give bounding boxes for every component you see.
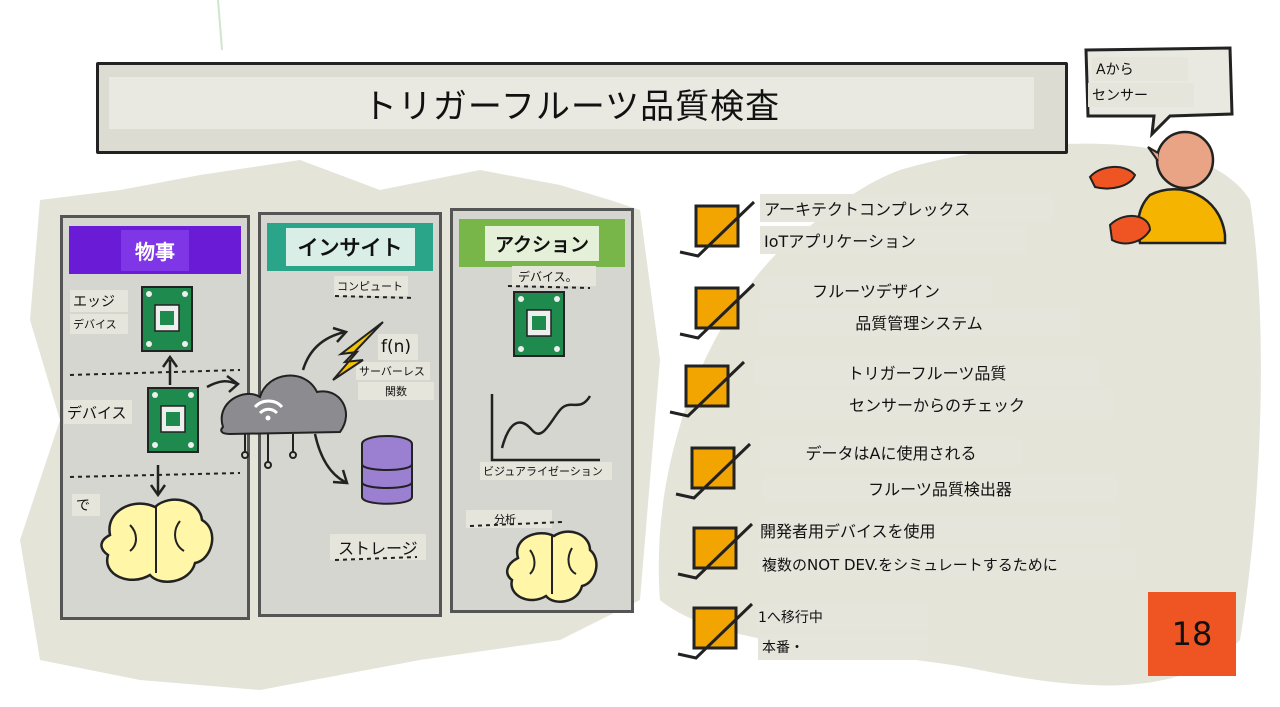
check-5-line1: 開発者用デバイスを使用 [758,516,1120,544]
page-number-badge: 18 [1148,592,1236,676]
check-2-line1: フルーツデザイン [760,276,992,304]
serverless-label: サーバーレス [356,362,430,380]
person-body [1136,188,1227,245]
functions-label: 関数 [358,382,434,400]
analysis-brain-icon [505,530,598,603]
person-nose [1147,146,1159,162]
check-3-line1: トリガーフルーツ品質 [754,358,1100,386]
person-hand-left [1088,166,1137,190]
insights-header: インサイト [267,223,433,271]
things-decorations [69,354,241,583]
things-header-label: 物事 [121,229,189,271]
arrow-to-compute [301,326,349,371]
compute-label: コンピュート [334,276,408,296]
check-5-line2: 複数のNOT DEV.をシミュレートするために [758,550,1136,578]
brain-icon [100,498,214,583]
check-1-line1: アーキテクトコンプレックス [760,194,1054,222]
actions-header-label: アクション [484,225,600,261]
action-device-chip [513,291,565,357]
down-arrow [149,465,167,498]
title-inner: トリガーフルーツ品質検査 [109,77,1034,129]
person-figure [1088,130,1227,245]
speech-line-2: センサー [1088,83,1194,107]
title-banner: トリガーフルーツ品質検査 [96,62,1068,154]
actions-device-label: デバイス。 [512,266,596,286]
insights-decorations [206,295,418,561]
fn-label: f(n) [378,334,418,360]
things-header: 物事 [69,226,241,274]
up-arrow [161,354,179,385]
check-3-line2: センサーからのチェック [760,390,1114,418]
check-6-line2: 本番・ [758,634,928,660]
page-number: 18 [1171,615,1213,653]
insights-header-label: インサイト [285,228,415,266]
speech-line-1: Aから [1092,57,1188,81]
check-4-line1: データはAに使用される [760,438,1022,466]
storage-label: ストレージ [330,534,426,560]
with-label: で [72,494,100,516]
database-icon [361,435,413,505]
edge-label-line2: デバイス [70,314,128,334]
person-hand-right [1108,215,1152,245]
check-icon-4 [675,442,752,500]
cloud-wifi-icon [220,374,347,469]
check-icon-2 [679,282,756,340]
visualization-label: ビジュアライゼーション [480,462,612,480]
check-2-line2: 品質管理システム [758,308,1080,336]
edge-device-chip [141,286,193,352]
person-head [1155,130,1215,190]
arrow-to-storage [313,433,349,485]
check-icon-3 [669,360,746,418]
check-icon-5 [677,522,754,580]
page-title: トリガーフルーツ品質検査 [362,86,781,127]
line-chart-icon [490,394,600,462]
edge-label-line1: エッジ [70,290,128,312]
analysis-label: 分析 [466,510,552,528]
device-label: デバイス [64,400,132,424]
top-thin-line [217,0,223,51]
actions-header: アクション [459,219,625,267]
lightning-icon [332,321,384,381]
check-6-line1: 1へ移行中 [756,604,928,630]
device-chip [147,387,199,453]
arrow-to-cloud [206,374,240,393]
check-4-line2: フルーツ品質検出器 [762,474,1118,502]
check-icon-6 [677,602,754,660]
check-1-line2: IoTアプリケーション [760,226,1028,254]
check-icon-1 [679,200,756,258]
actions-decorations [469,285,600,603]
